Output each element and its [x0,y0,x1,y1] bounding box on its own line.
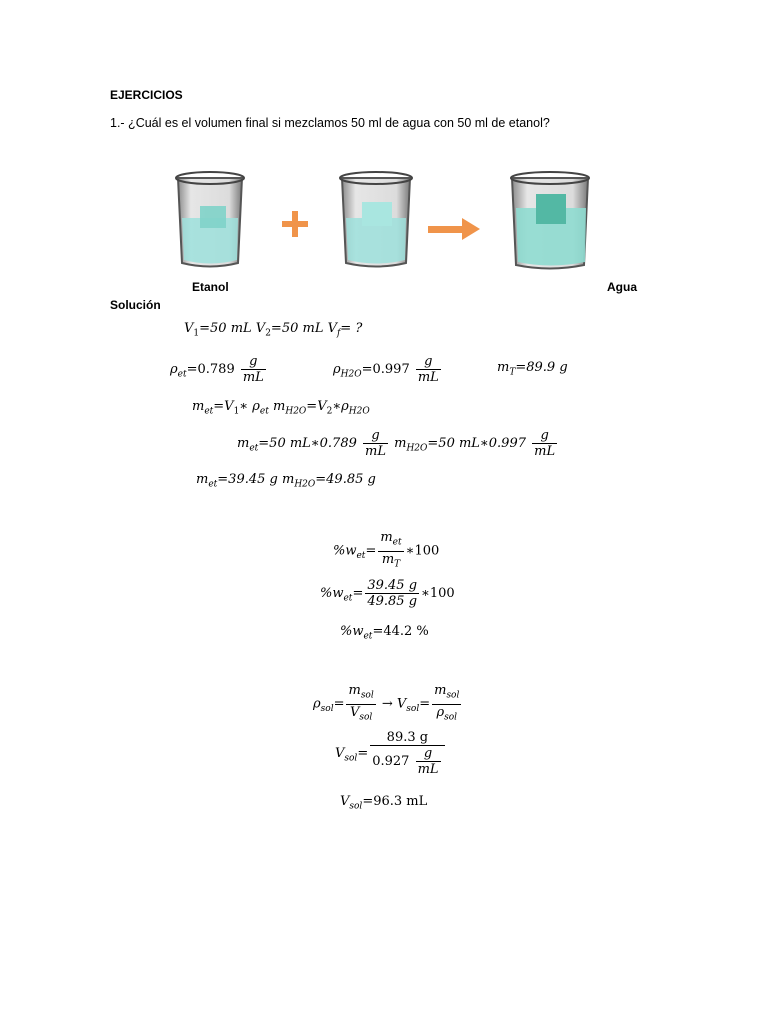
beaker-solution [510,171,590,270]
solution-label: Solución [110,298,161,312]
plus-icon [282,211,308,237]
eq-mass-results: met=39.45 g mH2O=49.85 g [196,472,376,490]
beaker-ethanol [175,171,245,268]
beaker-illustration [175,171,590,270]
page-heading: EJERCICIOS [110,88,183,102]
label-water: Agua [607,280,637,294]
question-text: 1.- ¿Cuál es el volumen final si mezclam… [110,116,550,130]
eq-total-mass: mT=89.9 g [497,360,568,378]
beaker-water [339,171,413,268]
eq-percent-result: %wet=44.2 % [340,624,429,642]
arrow-right-icon [428,218,480,240]
eq-volumes: V1=50 mL V2=50 mL Vf= ? [184,321,363,339]
eq-mass-relations: met=V1∗ ρet mH2O=V2∗ρH2O [192,399,370,417]
eq-volume-result: Vsol=96.3 mL [340,794,428,812]
label-ethanol: Etanol [192,280,229,294]
